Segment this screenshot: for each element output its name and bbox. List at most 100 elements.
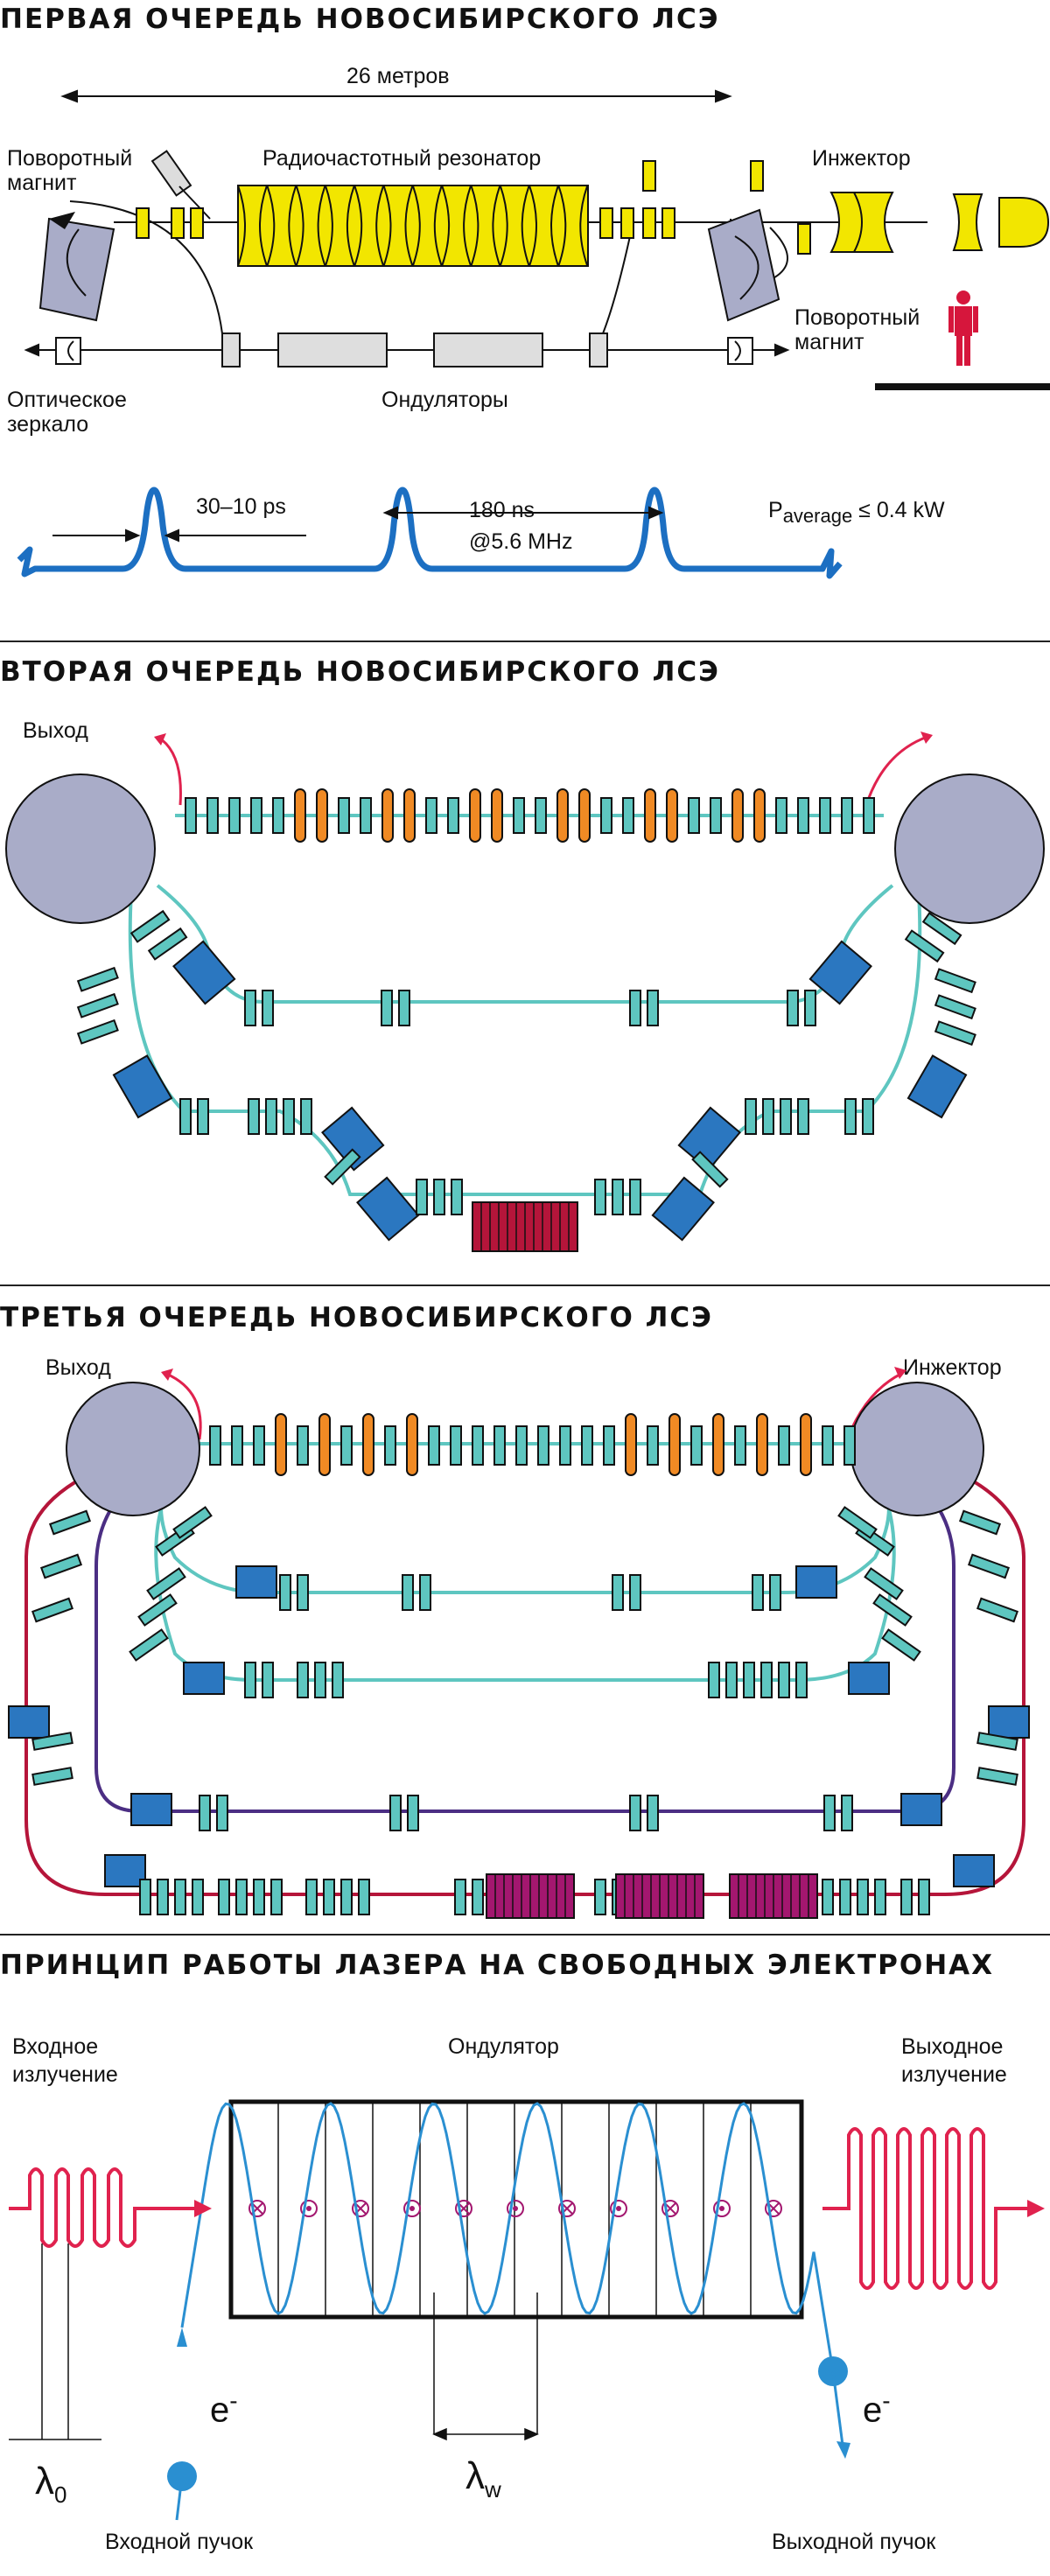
bending-magnet-left-label-1: Поворотный — [7, 146, 133, 171]
beam-element — [863, 797, 875, 834]
beam-element — [666, 788, 678, 843]
beam-element — [822, 1425, 834, 1466]
bending-magnet-blue — [112, 1054, 173, 1119]
quadrupole — [300, 1098, 312, 1135]
bending-magnet-blue — [356, 1176, 420, 1242]
mirror-label-1: Оптическое — [7, 388, 127, 412]
bending-magnet-blue — [848, 1662, 890, 1695]
input-beam-label: Входной пучок — [105, 2530, 254, 2554]
quadrupole — [216, 1795, 228, 1831]
beam-element — [360, 797, 372, 834]
quadrupole — [804, 990, 816, 1026]
field-into-icon — [352, 2200, 369, 2217]
bending-magnet-blue — [900, 1793, 942, 1826]
quadrupole — [381, 990, 393, 1026]
lambdaw-label: λw — [466, 2455, 501, 2510]
quadrupole — [778, 1662, 790, 1698]
quadrupole — [822, 1879, 834, 1915]
quadrupole — [358, 1879, 370, 1915]
quadrupole — [297, 1574, 309, 1611]
quadrupole-tilted — [837, 1506, 878, 1539]
quadrupole — [197, 1098, 209, 1135]
field-into-icon — [248, 2200, 266, 2217]
beam-element — [778, 1425, 790, 1466]
quadrupole — [244, 1662, 256, 1698]
quadrupole — [762, 1098, 774, 1135]
output-wave — [822, 2127, 1032, 2290]
beam-element — [844, 1425, 856, 1466]
beam-element — [622, 797, 634, 834]
quadrupole — [745, 1098, 757, 1135]
length-arrow — [60, 89, 732, 103]
quadrupole — [332, 1662, 344, 1698]
beam-element — [625, 1413, 637, 1476]
electron-left-label: e- — [210, 2382, 238, 2429]
field-into-icon — [558, 2200, 576, 2217]
beam-element — [756, 1413, 768, 1476]
bending-magnet-blue — [235, 1565, 277, 1599]
mirror-label-2: зеркало — [7, 412, 89, 437]
beam-element — [578, 788, 591, 843]
section3-output-label: Выход — [46, 1355, 111, 1380]
quadrupole — [270, 1879, 283, 1915]
quadrupole — [780, 1098, 792, 1135]
optical-mirror-right — [727, 337, 790, 365]
quadrupole-tilted — [976, 1732, 1018, 1751]
quadrupole-tilted — [904, 929, 945, 963]
lambda0-subscript: 0 — [54, 2481, 67, 2508]
pulse-train — [17, 486, 843, 579]
field-into-icon — [662, 2200, 679, 2217]
quadrupole — [139, 1879, 151, 1915]
quadrupole-tilted — [934, 994, 976, 1020]
beam-element — [384, 1425, 396, 1466]
electron-left-symbol: e — [210, 2390, 230, 2430]
beam-element — [603, 1425, 615, 1466]
beam-element — [275, 1413, 287, 1476]
quadrupole — [174, 1879, 186, 1915]
quadrupole — [787, 990, 799, 1026]
beam-element — [318, 1413, 331, 1476]
rf-probe — [150, 150, 211, 220]
beam-element — [316, 788, 328, 843]
section2-title: ВТОРАЯ ОЧЕРЕДЬ НОВОСИБИРСКОГО ЛСЭ — [0, 656, 720, 688]
undulator-label: Ондулятор — [448, 2034, 559, 2059]
bending-magnet-blue — [104, 1854, 146, 1887]
quadrupole — [647, 1795, 659, 1831]
quadrupole-tilted — [976, 1767, 1018, 1786]
quadrupole-tilted — [872, 1593, 913, 1627]
quadrupole — [192, 1879, 204, 1915]
quadrupole — [279, 1574, 291, 1611]
fel-principle — [9, 2099, 1045, 2521]
quadrupole — [253, 1879, 265, 1915]
quadrupole — [402, 1574, 414, 1611]
quadrupole — [612, 1179, 624, 1215]
beam-element — [338, 797, 350, 834]
quadrupole-tilted — [976, 1597, 1019, 1623]
quadrupole-tilted — [129, 1628, 169, 1662]
quadrupole-tilted — [934, 1020, 976, 1046]
electron-left-charge: - — [229, 2387, 238, 2414]
quadrupole-tilted — [76, 1018, 119, 1045]
fel2-layout — [5, 732, 1045, 1252]
quadrupole — [708, 1662, 720, 1698]
quadrupole — [283, 1098, 295, 1135]
lambda0-symbol: λ — [35, 2460, 54, 2502]
quadrupole — [218, 1879, 230, 1915]
quadrupole — [725, 1662, 738, 1698]
input-wave — [9, 2167, 201, 2248]
output-radiation-label-1: Выходное — [901, 2034, 1004, 2059]
beam-element — [537, 1425, 550, 1466]
bending-magnet-blue — [8, 1705, 50, 1739]
quadrupole — [297, 1662, 309, 1698]
quadrupole — [841, 1795, 853, 1831]
average-power-label: Paverage ≤ 0.4 kW — [768, 497, 945, 529]
beam-element — [472, 1425, 484, 1466]
field-into-icon — [765, 2200, 782, 2217]
bending-sphere-left-3 — [66, 1382, 200, 1516]
divider-1 — [0, 640, 1050, 642]
beam-element — [515, 1425, 528, 1466]
beam-element — [775, 797, 788, 834]
beam-element — [231, 1425, 243, 1466]
section3-injector-label: Инжектор — [903, 1355, 1002, 1380]
output-radiation-label-2: излучение — [901, 2062, 1007, 2087]
